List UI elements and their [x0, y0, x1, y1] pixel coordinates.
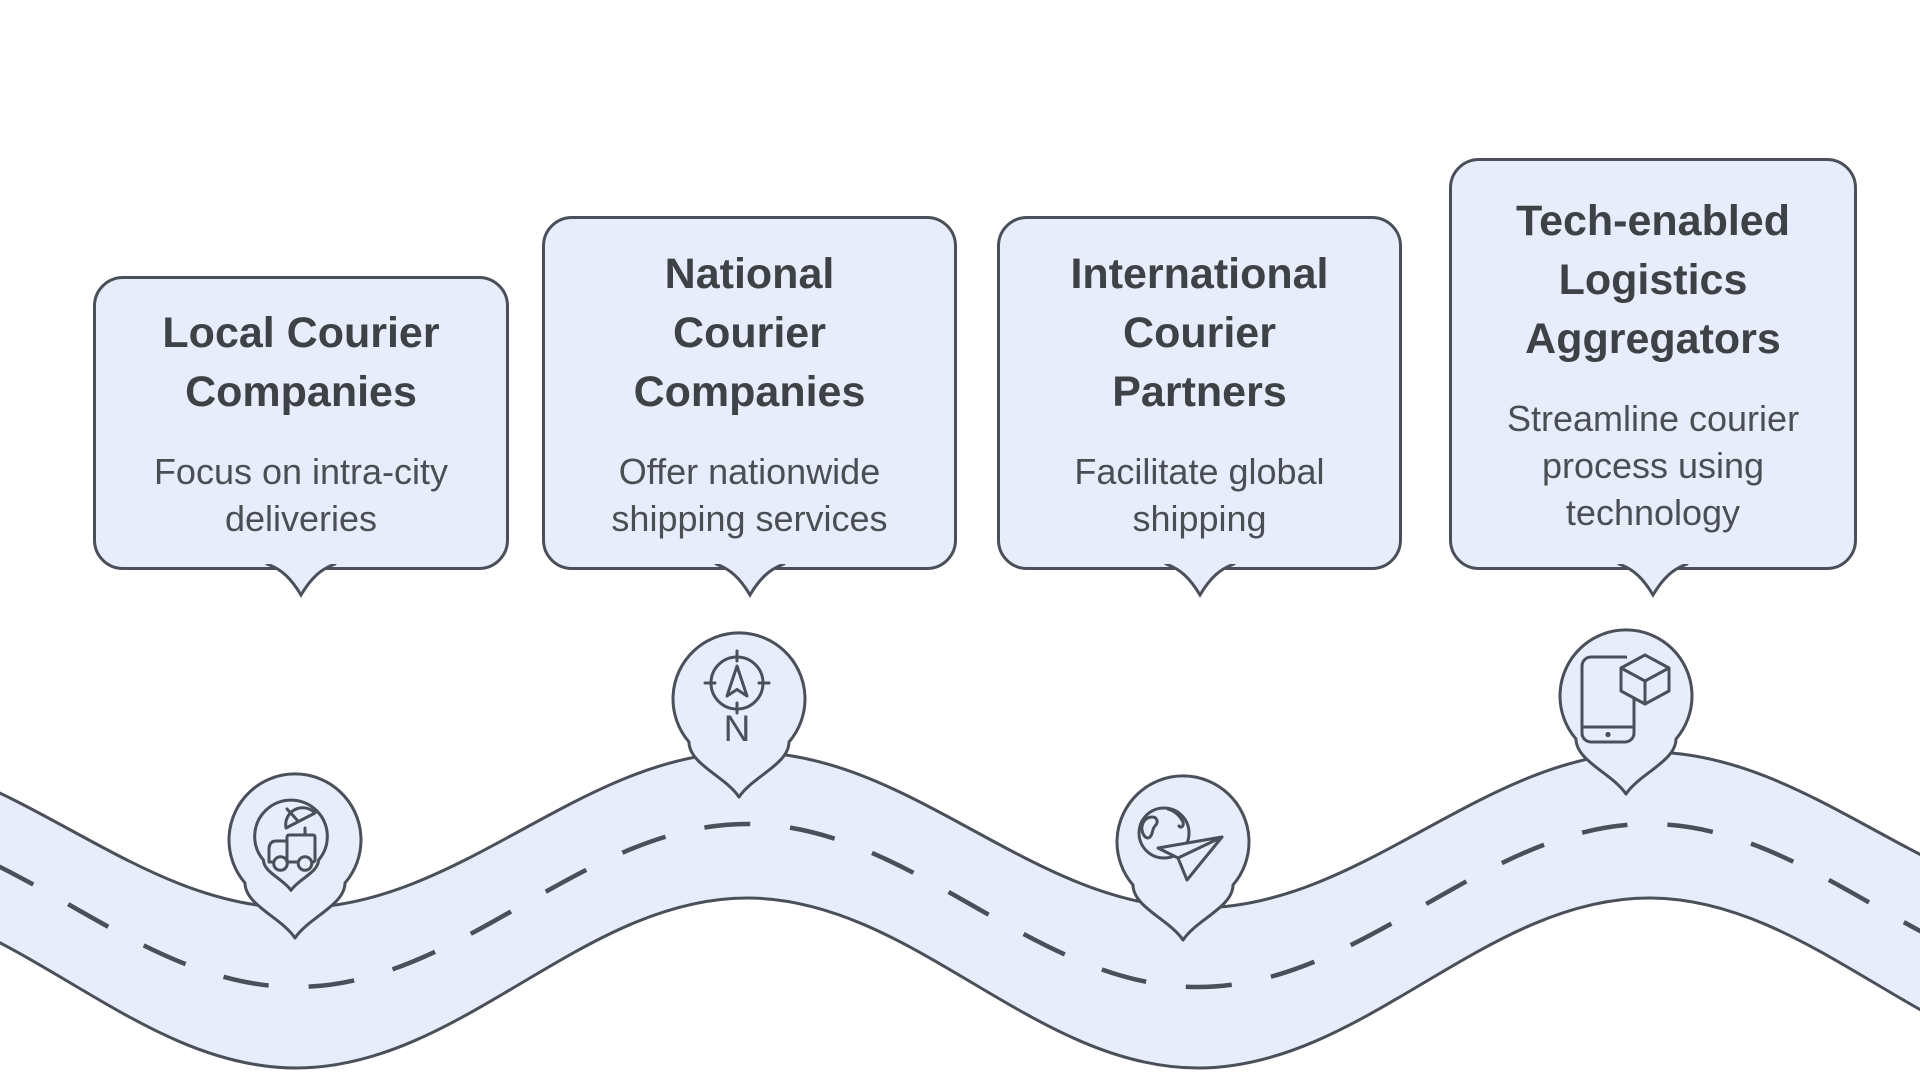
stage-card-international-courier: International Courier Partners Facilitat…	[997, 216, 1402, 598]
compass-north-label: N	[724, 708, 751, 749]
stage-description: Streamline courier process using technol…	[1506, 398, 1800, 533]
compass-icon: N	[703, 649, 771, 749]
satellite-dish	[284, 806, 317, 830]
map-pin-tech-aggregator	[1558, 628, 1694, 796]
delivery-truck-satellite-icon	[267, 806, 317, 872]
globe-continent	[1140, 815, 1159, 840]
package-cube-edges	[1619, 666, 1671, 706]
truck-wheel	[272, 855, 289, 872]
smartphone-package-icon	[1580, 653, 1671, 744]
globe-continent	[1166, 807, 1185, 829]
globe-paper-plane-icon	[1137, 806, 1224, 882]
stage-title: Tech-enabled Logistics Aggregators	[1516, 197, 1790, 363]
stage-description: Facilitate global shipping	[1074, 450, 1325, 539]
speech-bubble-tail	[714, 563, 785, 598]
truck-cab	[267, 839, 289, 864]
road-centerline-dashes	[0, 821, 1920, 990]
stage-title: National Courier Companies	[633, 249, 866, 416]
truck-wheel	[296, 855, 314, 872]
road-surface	[0, 750, 1920, 1070]
satellite-feed-arm	[285, 807, 300, 823]
stage-title: International Courier Partners	[1070, 249, 1329, 416]
pin-outline	[671, 631, 807, 799]
stage-description: Focus on intra-city deliveries	[153, 451, 449, 539]
stage-card-tech-aggregator: Tech-enabled Logistics Aggregators Strea…	[1449, 158, 1857, 598]
map-pin-international-courier	[1115, 774, 1251, 942]
stage-card-national-courier: National Courier Companies Offer nationw…	[542, 216, 957, 598]
stage-description: Offer nationwide shipping services	[611, 450, 888, 539]
compass-needle	[725, 664, 749, 698]
speech-bubble-tail	[1164, 563, 1235, 598]
speech-bubble-tail	[265, 563, 337, 598]
map-pin-national-courier: N	[671, 631, 807, 799]
globe	[1137, 806, 1191, 860]
stage-card-local-courier: Local Courier Companies Focus on intra-c…	[93, 276, 509, 598]
speech-bubble-tail	[1617, 563, 1689, 598]
smartphone-home-dot	[1605, 731, 1611, 738]
stage-title: Local Courier Companies	[162, 309, 440, 416]
map-pin-local-courier	[227, 772, 363, 940]
paper-plane-fold	[1176, 835, 1224, 860]
